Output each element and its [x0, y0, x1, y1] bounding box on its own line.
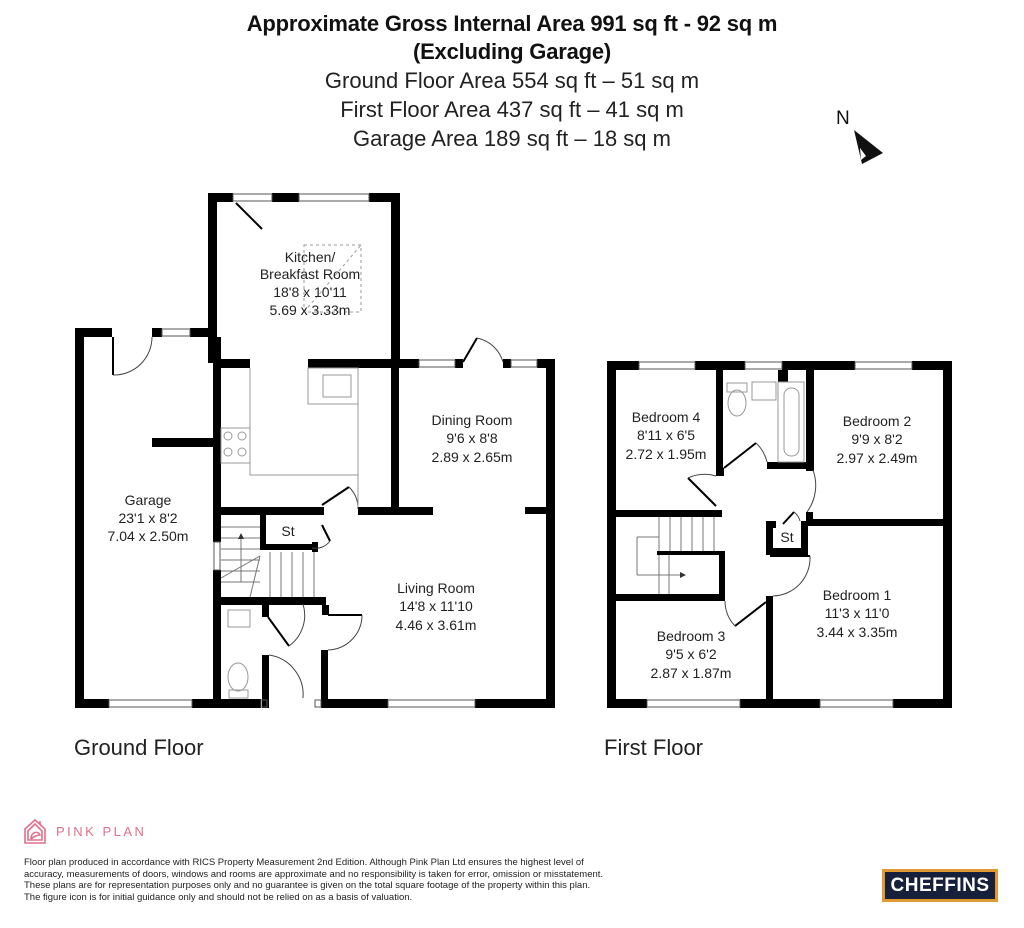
garage-area: Garage Area 189 sq ft – 18 sq m: [353, 126, 671, 151]
room-name-kitchen: Kitchen/: [285, 249, 336, 265]
room-imperial-dining: 9'6 x 8'8: [446, 430, 497, 446]
excluding-garage-note: (Excluding Garage): [412, 39, 612, 64]
first-floor-label: First Floor: [604, 735, 703, 760]
room-imperial-living: 14'8 x 11'10: [399, 598, 473, 614]
north-arrow-icon: [854, 130, 883, 164]
room-imperial-kitchen: 18'8 x 10'11: [273, 284, 347, 300]
room-imperial-bedroom2: 9'9 x 8'2: [851, 431, 902, 447]
room-metric-bedroom2: 2.97 x 2.49m: [837, 450, 918, 466]
ground-floor-label: Ground Floor: [74, 735, 204, 760]
north-label: N: [836, 108, 850, 129]
pink-plan-name: PINK PLAN: [56, 823, 147, 839]
room-imperial-bedroom4: 8'11 x 6'5: [637, 427, 695, 443]
room-name-store-ground: St: [281, 523, 294, 539]
room-imperial-bedroom3: 9'5 x 6'2: [665, 646, 716, 662]
room-metric-bedroom3: 2.87 x 1.87m: [651, 665, 732, 681]
room-name-kitchen-2: Breakfast Room: [260, 266, 360, 282]
room-name-garage: Garage: [125, 492, 172, 508]
disclaimer-text: Floor plan produced in accordance with R…: [24, 857, 604, 903]
room-name-bedroom3: Bedroom 3: [657, 628, 726, 644]
room-metric-garage: 7.04 x 2.50m: [108, 528, 189, 544]
room-name-living: Living Room: [397, 580, 475, 596]
ground-floor-area: Ground Floor Area 554 sq ft – 51 sq m: [324, 68, 700, 93]
room-imperial-garage: 23'1 x 8'2: [118, 510, 177, 526]
pink-plan-brand: PINK PLAN: [22, 817, 146, 845]
gross-area-title: Approximate Gross Internal Area 991 sq f…: [246, 11, 778, 36]
room-metric-dining: 2.89 x 2.65m: [432, 449, 513, 465]
compass: N: [836, 108, 888, 168]
floor-plan-drawing: Kitchen/ Breakfast Room 18'8 x 10'11 5.6…: [75, 193, 952, 708]
area-summary-header: Approximate Gross Internal Area 991 sq f…: [0, 10, 1024, 153]
room-metric-kitchen: 5.69 x 3.33m: [270, 302, 351, 318]
room-metric-bedroom1: 3.44 x 3.35m: [817, 624, 898, 640]
room-name-bedroom2: Bedroom 2: [843, 413, 912, 429]
room-name-dining: Dining Room: [432, 412, 513, 428]
first-floor-area: First Floor Area 437 sq ft – 41 sq m: [340, 97, 684, 122]
room-name-bedroom1: Bedroom 1: [823, 587, 892, 603]
house-logo-icon: [24, 818, 46, 844]
room-name-store-first: St: [780, 529, 793, 545]
room-metric-bedroom4: 2.72 x 1.95m: [626, 446, 707, 462]
room-name-bedroom4: Bedroom 4: [632, 409, 701, 425]
room-imperial-bedroom1: 11'3 x 11'0: [825, 605, 890, 621]
room-metric-living: 4.46 x 3.61m: [396, 617, 477, 633]
cheffins-logo: CHEFFINS: [882, 869, 998, 902]
